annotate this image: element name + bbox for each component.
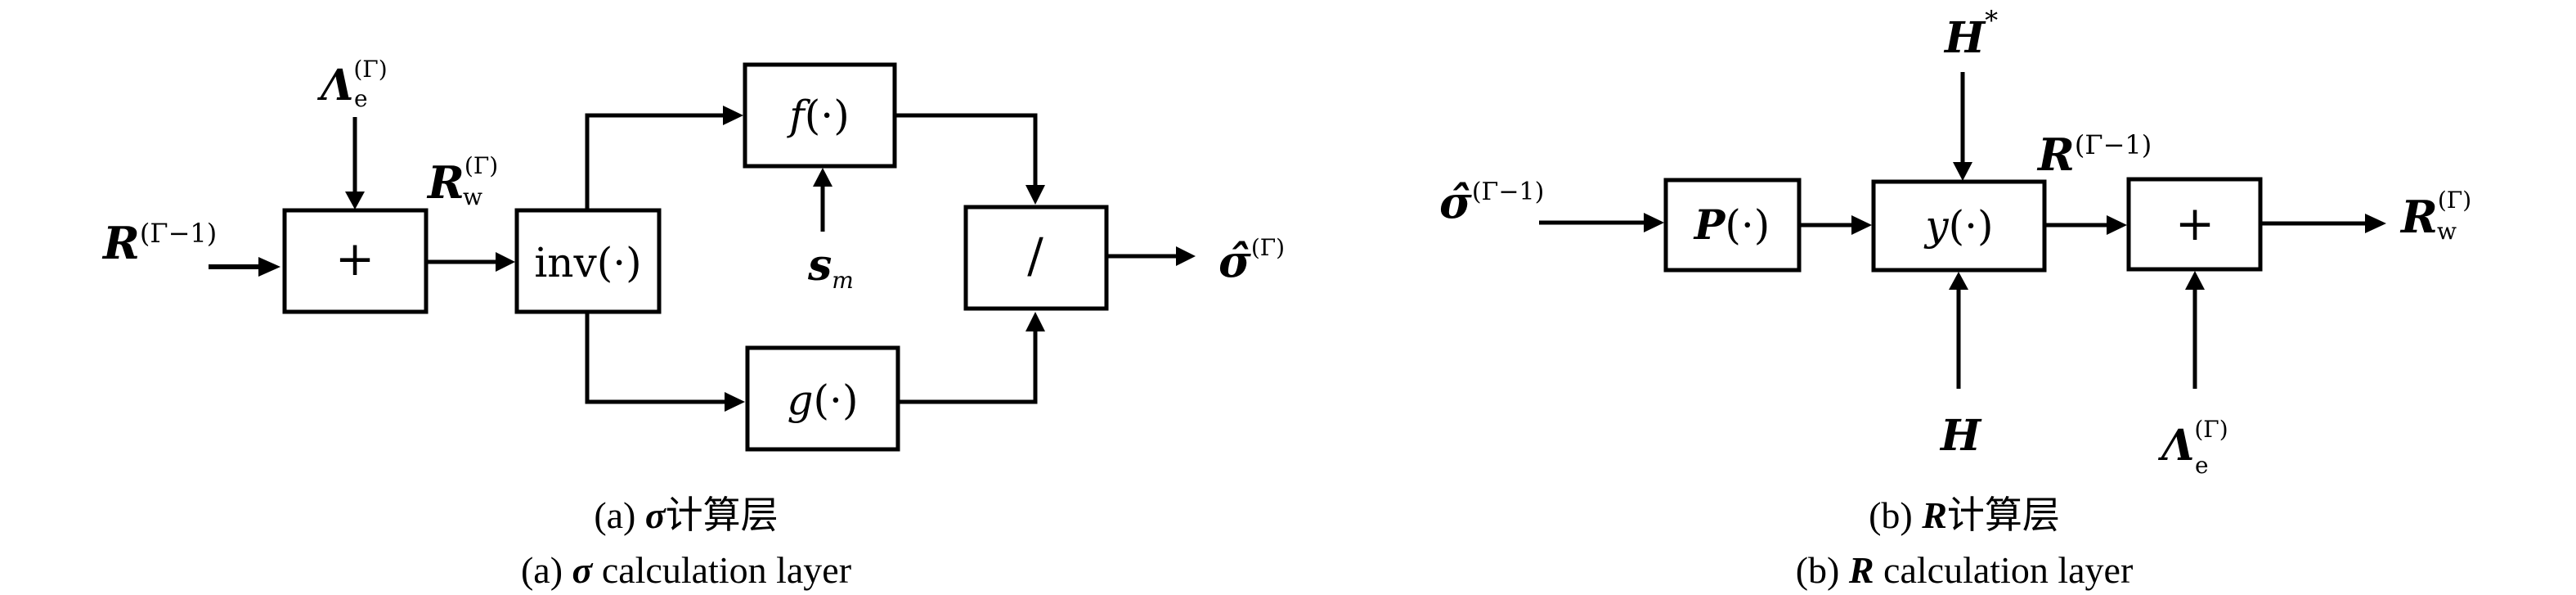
label-b-h: H <box>1939 411 1982 461</box>
arrow-a-inv-to-g <box>585 313 745 412</box>
block-b-y <box>1871 179 2047 273</box>
arrow-b-output <box>2262 214 2386 233</box>
label-a-lambda-e: Λ(Γ) <box>316 56 388 110</box>
panel-a-sigma-calculation-layer: R(Γ−1) Λ(Γ) e + R(Γ) w inv(·) <box>101 56 1285 591</box>
arrow-a-sm <box>813 168 832 232</box>
label-b-lambda-e: Λ(Γ) <box>2157 416 2228 471</box>
block-a-g <box>745 345 900 452</box>
arrow-a-input <box>209 257 280 277</box>
block-a-f-label: f(·) <box>786 92 849 139</box>
arrow-a-g-to-div <box>900 312 1045 404</box>
block-a-inv <box>514 208 662 314</box>
label-a-input-r: R(Γ−1) <box>101 217 217 269</box>
arrow-b-p-to-y <box>1801 215 1872 235</box>
label-b-lambda-sub: e <box>2195 452 2209 479</box>
arrow-a-f-to-div <box>896 113 1045 205</box>
block-a-g-label: g(·) <box>788 376 859 424</box>
label-a-sm: sm <box>807 241 854 294</box>
arrow-a-output <box>1108 246 1196 266</box>
arrow-a-add-to-inv <box>428 252 515 272</box>
arrow-b-h-star <box>1953 72 1972 181</box>
arrow-b-lambda <box>2185 271 2205 389</box>
label-b-r-prev: R(Γ−1) <box>2036 128 2152 181</box>
block-b-y-label: y(·) <box>1923 202 1993 250</box>
arrow-a-lambda <box>345 117 365 210</box>
block-a-adder-symbol: + <box>335 231 375 286</box>
arrow-b-h <box>1949 272 1968 389</box>
block-a-f <box>743 62 897 169</box>
label-b-output-sub: w <box>2437 218 2457 245</box>
block-a-adder <box>282 208 429 314</box>
panel-b-r-calculation-layer: σ̂(Γ−1) P(·) H* y(·) <box>1439 5 2471 591</box>
caption-a-english: (a) σ calculation layer <box>521 549 851 591</box>
block-b-adder-symbol: + <box>2175 196 2215 251</box>
arrow-b-y-to-add <box>2046 215 2127 235</box>
label-b-output-rw: R(Γ) <box>2399 187 2471 243</box>
block-b-p <box>1663 178 1802 273</box>
label-b-input-sigma: σ̂(Γ−1) <box>1439 176 1544 228</box>
caption-b-english: (b) R calculation layer <box>1796 549 2134 591</box>
block-b-p-label: P(·) <box>1693 201 1770 249</box>
label-b-h-star: H* <box>1943 5 1998 63</box>
caption-a-chinese: (a) σ计算层 <box>594 494 778 536</box>
block-a-divide-symbol: / <box>1027 228 1043 283</box>
label-a-rw: R(Γ) <box>426 152 498 209</box>
caption-b-chinese: (b) R计算层 <box>1869 494 2060 536</box>
arrow-a-inv-to-f <box>585 106 743 209</box>
arrow-b-input <box>1539 213 1664 232</box>
label-a-output-sigma: σ̂(Γ) <box>1218 234 1285 287</box>
label-a-rw-sub: w <box>463 183 482 210</box>
block-b-adder <box>2126 177 2263 272</box>
block-a-divide <box>963 205 1109 311</box>
label-a-lambda-sub: e <box>354 85 368 112</box>
block-a-inv-label: inv(·) <box>534 239 641 286</box>
